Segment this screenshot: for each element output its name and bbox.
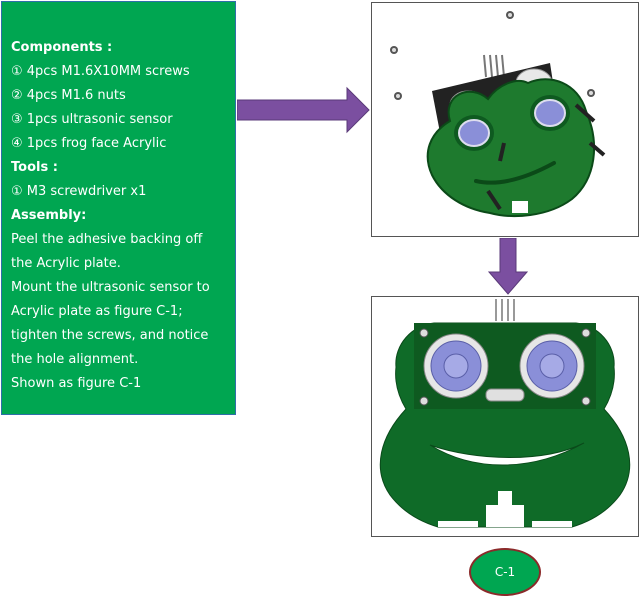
instruction-line: tighten the screws, and notice [11, 328, 209, 343]
instruction-line: ④ 1pcs frog face Acrylic [11, 136, 167, 151]
section-heading: Assembly: [11, 208, 87, 223]
assembled-front-figure [371, 296, 639, 537]
instruction-line: Mount the ultrasonic sensor to [11, 280, 210, 295]
frog-sensor-exploded-illustration [390, 11, 606, 218]
right-arrow [237, 86, 370, 134]
instruction-line: ③ 1pcs ultrasonic sensor [11, 112, 173, 127]
instruction-line: ① 4pcs M1.6X10MM screws [11, 64, 190, 79]
instructions-panel: Components : ① 4pcs M1.6X10MM screws ② 4pc… [1, 1, 236, 415]
figure-caption: C-1 [469, 548, 541, 596]
exploded-view-figure [371, 2, 639, 237]
frog-sensor-front-illustration [379, 299, 631, 528]
instruction-line: Acrylic plate as figure C-1; [11, 304, 183, 319]
instruction-line: the Acrylic plate. [11, 256, 121, 271]
section-heading: Components : [11, 40, 113, 55]
instruction-line: the hole alignment. [11, 352, 139, 367]
instruction-line: Shown as figure C-1 [11, 376, 142, 391]
instruction-line: ① M3 screwdriver x1 [11, 184, 147, 199]
section-heading: Tools : [11, 160, 58, 175]
down-arrow [488, 238, 528, 295]
instruction-line: Peel the adhesive backing off [11, 232, 203, 247]
instruction-line: ② 4pcs M1.6 nuts [11, 88, 126, 103]
